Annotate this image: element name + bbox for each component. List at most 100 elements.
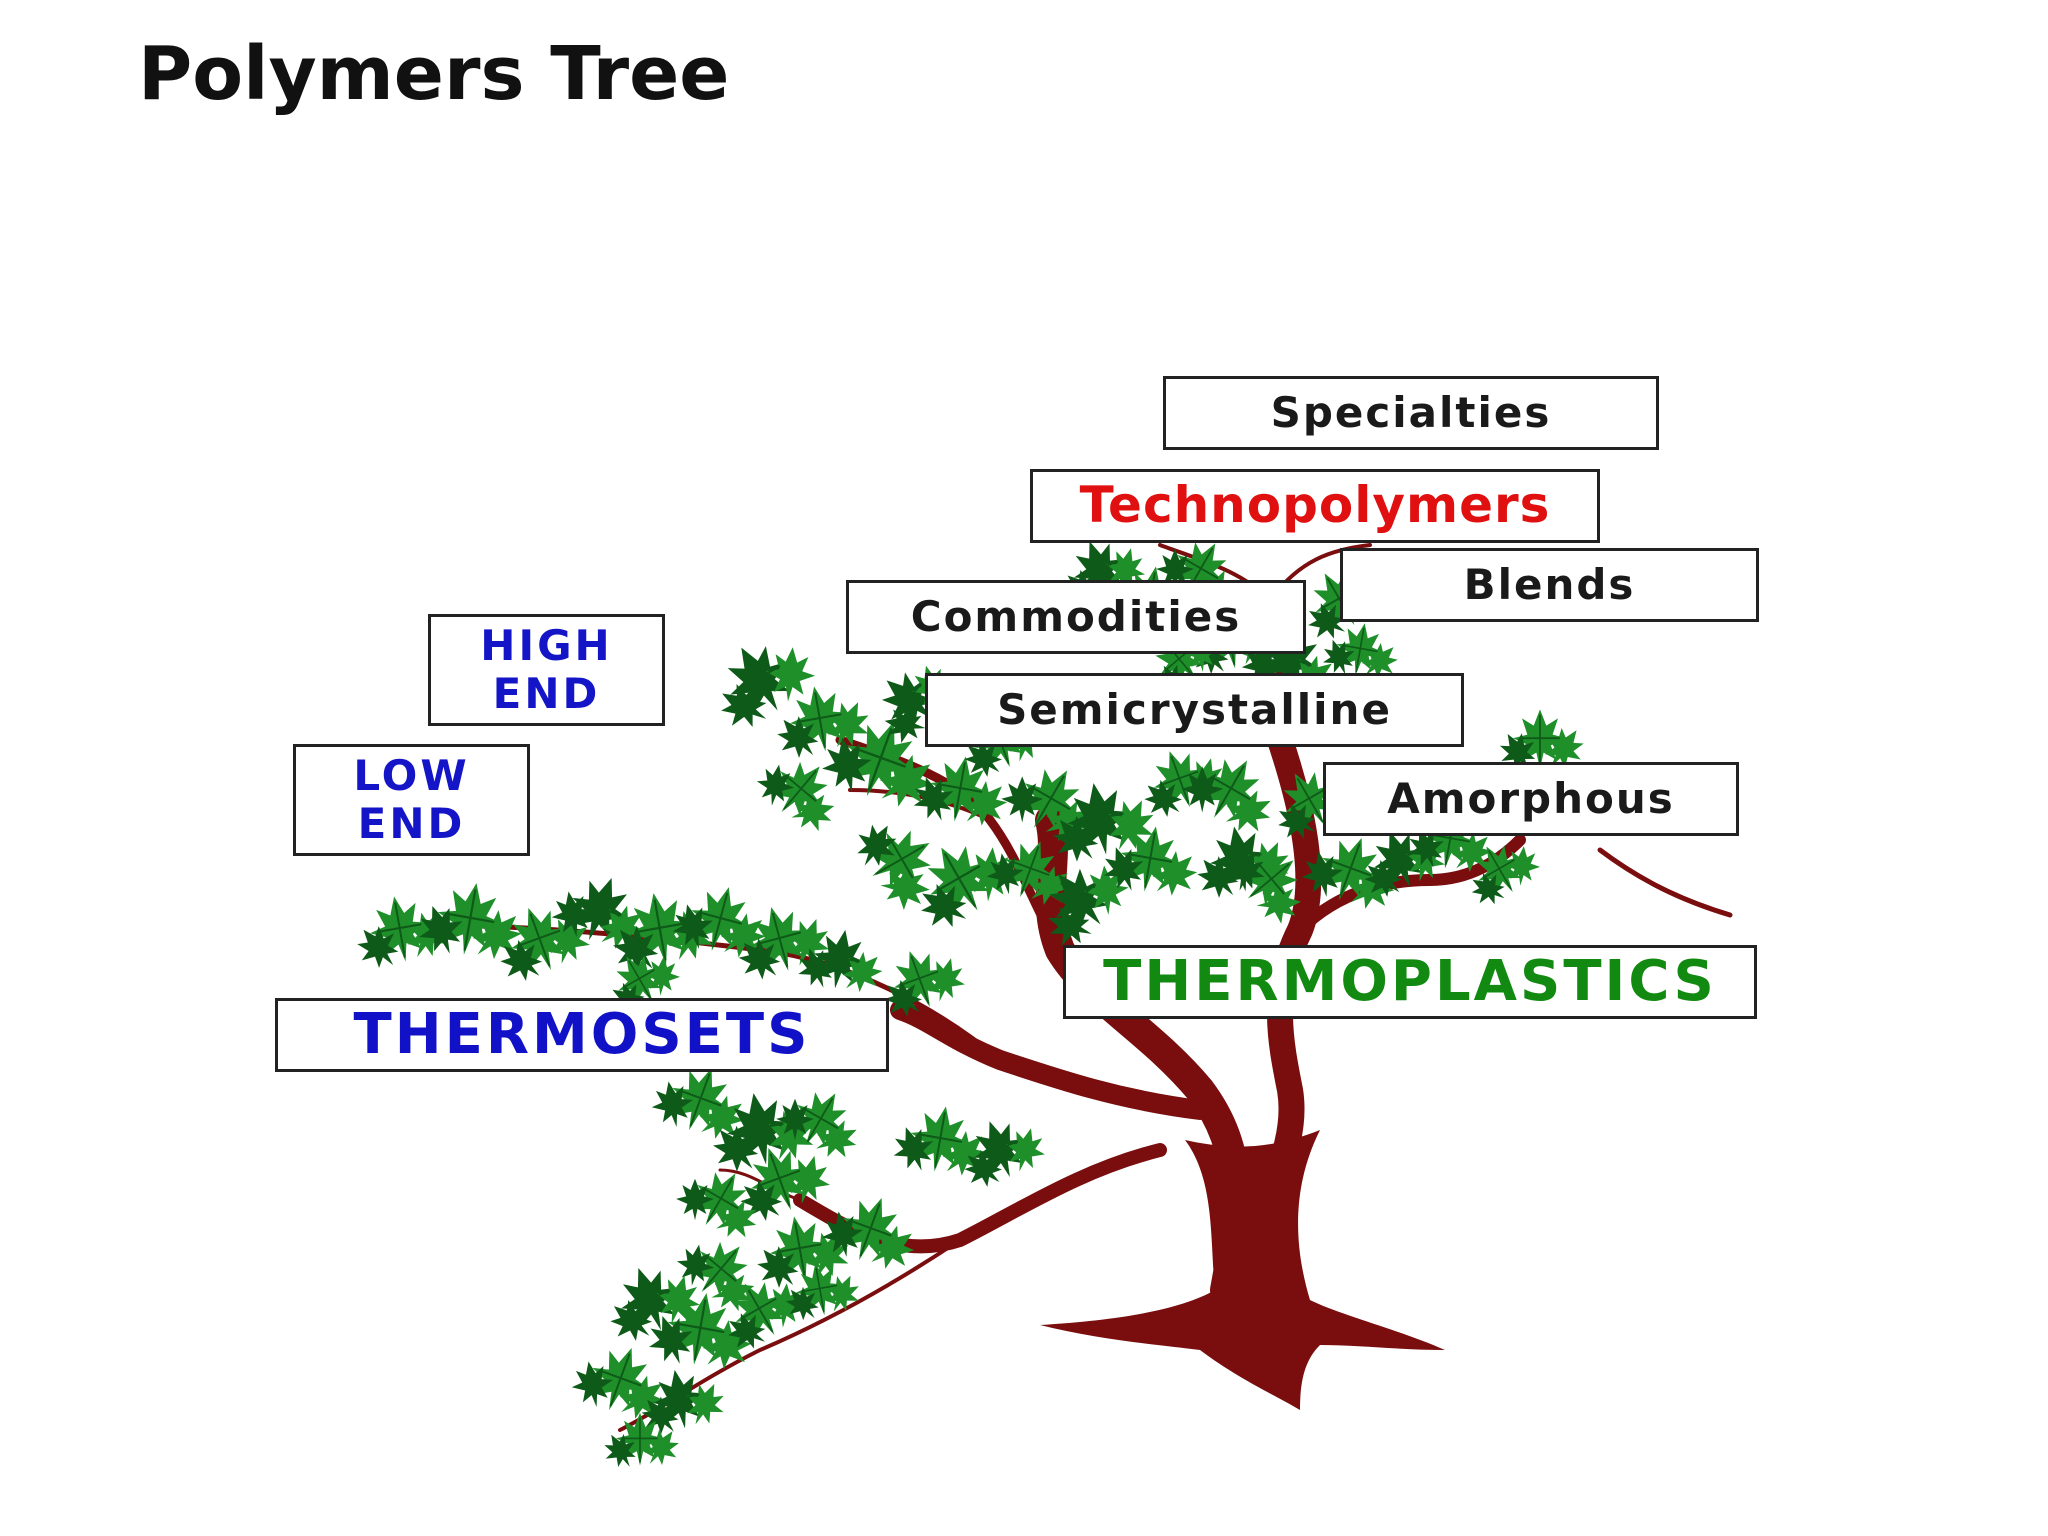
label-amorphous: Amorphous — [1323, 762, 1739, 836]
leaf — [787, 918, 830, 966]
leaf-vein — [980, 1126, 1019, 1174]
leaf — [798, 948, 834, 988]
leaf-vein — [1075, 789, 1124, 851]
leaf — [879, 754, 934, 807]
leaf-cluster — [913, 756, 1008, 826]
label-thermoplastics-text: THERMOPLASTICS — [1103, 948, 1717, 1014]
leaf-vein — [1011, 846, 1050, 894]
leaf-vein — [623, 960, 655, 1000]
leaf — [921, 883, 967, 928]
leaf — [711, 1272, 755, 1312]
leaf — [880, 865, 930, 911]
leaf-vein — [679, 1073, 722, 1127]
leaf-vein — [737, 652, 781, 708]
trunk-base — [1040, 1130, 1445, 1410]
leaf — [712, 1125, 759, 1172]
leaf-cluster — [604, 1412, 679, 1467]
leaf-cluster — [776, 1092, 857, 1158]
leaf-cluster — [676, 1241, 755, 1312]
leaf-vein — [758, 1153, 801, 1207]
leaf — [826, 1275, 859, 1312]
label-amorphous-text: Amorphous — [1387, 773, 1675, 823]
leaf — [913, 777, 954, 821]
leaf-cluster — [857, 824, 931, 911]
branch-far-right — [1597, 847, 1733, 918]
leaf — [1544, 727, 1584, 769]
leaf — [1048, 905, 1092, 946]
leaf — [357, 926, 399, 968]
leaf-vein — [703, 1250, 737, 1290]
label-high-end: HIGH END — [428, 614, 665, 726]
leaf — [1256, 883, 1302, 924]
leaf — [676, 1244, 715, 1286]
leaf-vein — [783, 770, 817, 810]
page-title: Polymers Tree — [138, 31, 730, 117]
leaf-vein — [757, 912, 801, 968]
leaf-vein — [676, 1299, 725, 1361]
leaf — [721, 683, 767, 728]
leaf-vein — [849, 1203, 892, 1257]
leaf — [893, 1127, 934, 1171]
leaf-cluster — [1181, 759, 1271, 832]
leaf — [857, 824, 897, 866]
leaf — [986, 853, 1024, 895]
leaf — [1362, 642, 1398, 679]
leaf — [1301, 851, 1344, 898]
leaf-vein — [741, 1287, 777, 1333]
label-commodities: Commodities — [846, 580, 1306, 654]
leaf-vein — [703, 1177, 739, 1223]
leaf — [822, 737, 872, 793]
leaf-cluster — [651, 1068, 745, 1139]
leaf — [1225, 790, 1271, 832]
label-technopolymers: Technopolymers — [1030, 469, 1600, 543]
leaf-cluster — [821, 1198, 915, 1269]
leaf-vein — [900, 956, 939, 1004]
leaf-vein — [777, 1222, 822, 1278]
leaf-cluster — [777, 686, 869, 758]
leaf — [1278, 803, 1316, 839]
leaf-cluster — [756, 761, 835, 832]
leaf-vein — [820, 935, 860, 985]
leaf — [644, 956, 681, 996]
label-high-end-line2: END — [492, 669, 601, 718]
leaf — [1197, 856, 1239, 898]
label-technopolymers-text: Technopolymers — [1079, 476, 1551, 535]
leaf-cluster — [676, 1172, 757, 1238]
label-thermosets: THERMOSETS — [275, 998, 889, 1072]
leaf — [884, 979, 922, 1017]
label-high-end-line1: HIGH — [480, 620, 613, 670]
leaf — [546, 915, 590, 964]
leaf — [1499, 733, 1536, 771]
leaf-cluster — [500, 908, 590, 981]
leaf — [1308, 603, 1346, 639]
leaf-cluster — [641, 1369, 724, 1435]
leaf-cluster — [551, 878, 645, 949]
leaf — [676, 1178, 714, 1221]
leaf-cluster — [1001, 769, 1091, 842]
leaf — [728, 1313, 766, 1349]
leaf — [884, 705, 926, 744]
leaf-vein — [660, 1375, 700, 1425]
leaf — [1471, 872, 1505, 905]
leaf — [785, 1286, 819, 1321]
leaf — [1052, 815, 1099, 862]
leaf-vein — [855, 728, 907, 792]
leaf-vein — [622, 1417, 658, 1463]
leaf-cluster — [964, 1121, 1045, 1187]
label-semicrystalline-text: Semicrystalline — [997, 684, 1392, 734]
label-thermoplastics: THERMOPLASTICS — [1063, 945, 1757, 1019]
leaf-cluster — [1103, 826, 1198, 896]
leaf — [962, 781, 1008, 826]
leaf — [738, 937, 781, 980]
leaf — [777, 716, 819, 758]
label-low-end-line1: LOW — [353, 750, 470, 800]
leaf — [1144, 779, 1182, 817]
leaf-cluster — [712, 1093, 814, 1172]
leaf-cluster — [721, 646, 816, 728]
leaf-vein — [1061, 877, 1099, 923]
leaf-cluster — [822, 721, 934, 807]
leaf-vein — [1250, 863, 1290, 897]
leaf — [765, 647, 816, 702]
leaf — [757, 1246, 799, 1288]
leaf — [1322, 639, 1355, 675]
